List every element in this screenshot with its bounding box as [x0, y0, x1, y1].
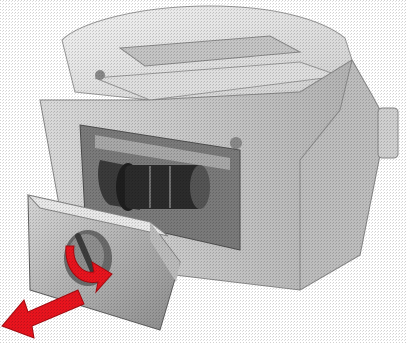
screw-right — [230, 137, 242, 149]
feed-rollers — [98, 160, 210, 211]
screw-left — [95, 70, 105, 80]
side-latch — [378, 108, 398, 158]
pull-direction-arrow-icon — [2, 290, 84, 338]
